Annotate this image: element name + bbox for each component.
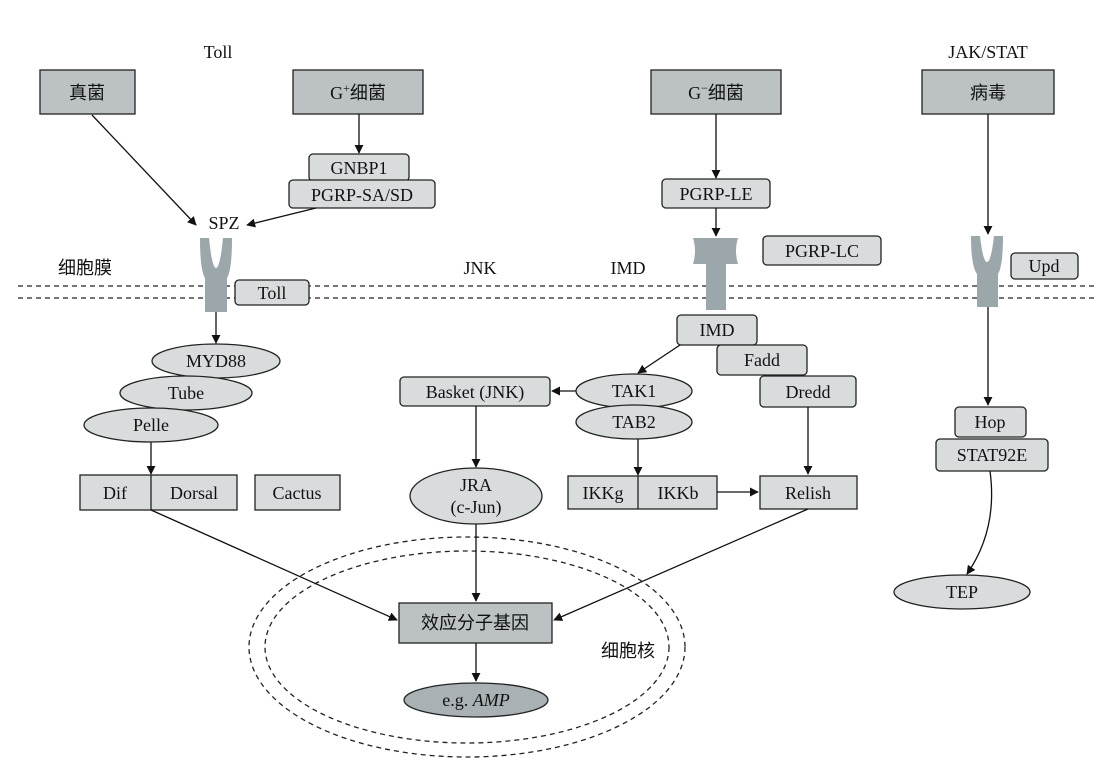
pathogen-gram-negative: G−细菌 xyxy=(650,69,782,115)
toll-receptor-icon xyxy=(200,238,232,312)
svg-text:PGRP-LE: PGRP-LE xyxy=(679,184,752,204)
pathway-title-jnk: JNK xyxy=(463,258,496,278)
node-effector-genes: 效应分子基因 xyxy=(398,602,553,644)
svg-text:Basket (JNK): Basket (JNK) xyxy=(426,382,524,403)
node-tab2: TAB2 xyxy=(575,404,693,440)
node-spz: SPZ xyxy=(208,213,239,233)
svg-text:G+细菌: G+细菌 xyxy=(330,81,386,103)
node-upd: Upd xyxy=(1010,252,1079,280)
nucleus-label: 细胞核 xyxy=(601,641,655,661)
node-relish: Relish xyxy=(759,475,858,510)
node-gnbp1: GNBP1 xyxy=(308,153,410,182)
pathway-title-toll: Toll xyxy=(204,42,233,62)
svg-text:Tube: Tube xyxy=(168,383,204,403)
svg-text:JRA: JRA xyxy=(460,475,492,495)
cell-membrane-label: 细胞膜 xyxy=(58,258,112,278)
imd-receptor-icon xyxy=(693,238,738,310)
node-dif: Dif xyxy=(103,483,127,503)
arrow-stat92e-to-tep xyxy=(966,470,993,575)
node-fadd: Fadd xyxy=(716,344,808,376)
node-ikkb: IKKb xyxy=(658,483,699,503)
node-toll: Toll xyxy=(234,279,310,306)
svg-text:Relish: Relish xyxy=(785,483,831,503)
svg-text:TEP: TEP xyxy=(946,582,978,602)
node-myd88: MYD88 xyxy=(151,343,281,379)
svg-text:Dredd: Dredd xyxy=(786,382,831,402)
node-pgrp-sa-sd: PGRP-SA/SD xyxy=(288,179,436,209)
node-hop: Hop xyxy=(954,406,1027,438)
node-imd: IMD xyxy=(676,314,758,346)
node-dorsal: Dorsal xyxy=(170,483,218,503)
nucleus-inner xyxy=(264,550,670,744)
nucleus-outer xyxy=(248,536,686,758)
svg-text:真菌: 真菌 xyxy=(69,83,105,103)
svg-text:Upd: Upd xyxy=(1029,256,1060,276)
node-tak1: TAK1 xyxy=(575,373,693,409)
svg-text:PGRP-SA/SD: PGRP-SA/SD xyxy=(311,185,413,205)
svg-text:MYD88: MYD88 xyxy=(186,351,246,371)
pathogen-fungi: 真菌 xyxy=(39,69,136,115)
svg-text:IMD: IMD xyxy=(700,320,735,340)
svg-text:Toll: Toll xyxy=(258,283,287,303)
svg-text:Pelle: Pelle xyxy=(133,415,169,435)
svg-text:PGRP-LC: PGRP-LC xyxy=(785,241,859,261)
arrow-fungi-to-spz xyxy=(91,114,197,226)
pathway-title-jakstat: JAK/STAT xyxy=(948,42,1028,62)
svg-text:病毒: 病毒 xyxy=(970,83,1006,103)
node-pgrp-le: PGRP-LE xyxy=(661,178,771,209)
node-basket-jnk: Basket (JNK) xyxy=(399,376,551,407)
arrow-pgrp-sa-to-spz xyxy=(246,207,317,228)
svg-text:Cactus: Cactus xyxy=(273,483,322,503)
node-ikk-complex: IKKg IKKb xyxy=(567,475,718,510)
svg-text:Fadd: Fadd xyxy=(744,350,780,370)
svg-text:(c-Jun): (c-Jun) xyxy=(451,497,502,518)
svg-text:e.g. AMP: e.g. AMP xyxy=(442,690,509,710)
node-pgrp-lc: PGRP-LC xyxy=(762,235,882,266)
svg-text:效应分子基因: 效应分子基因 xyxy=(421,613,529,633)
node-cactus: Cactus xyxy=(254,474,341,511)
pathogen-gram-positive: G+细菌 xyxy=(292,69,424,115)
node-pelle: Pelle xyxy=(83,407,219,443)
svg-text:GNBP1: GNBP1 xyxy=(330,158,387,178)
node-tep: TEP xyxy=(893,574,1031,610)
pathway-title-imd: IMD xyxy=(611,258,646,278)
jakstat-receptor-icon xyxy=(971,236,1003,307)
svg-text:TAB2: TAB2 xyxy=(612,412,656,432)
arrow-imd-to-tak1 xyxy=(637,344,681,374)
arrow-dif-dorsal-to-effector xyxy=(150,509,398,621)
node-tube: Tube xyxy=(119,375,253,411)
node-jra: JRA (c-Jun) xyxy=(409,467,543,525)
node-amp: e.g. AMP xyxy=(403,682,549,718)
node-stat92e: STAT92E xyxy=(935,438,1049,472)
svg-text:STAT92E: STAT92E xyxy=(957,445,1028,465)
node-ikkg: IKKg xyxy=(583,483,624,503)
pathogen-virus: 病毒 xyxy=(921,69,1055,115)
svg-text:G−细菌: G−细菌 xyxy=(688,81,744,103)
svg-text:Hop: Hop xyxy=(975,412,1006,432)
arrow-relish-to-effector xyxy=(553,508,809,621)
node-dredd: Dredd xyxy=(759,375,857,408)
svg-text:TAK1: TAK1 xyxy=(612,381,657,401)
node-dif-dorsal: Dif Dorsal xyxy=(79,474,238,511)
